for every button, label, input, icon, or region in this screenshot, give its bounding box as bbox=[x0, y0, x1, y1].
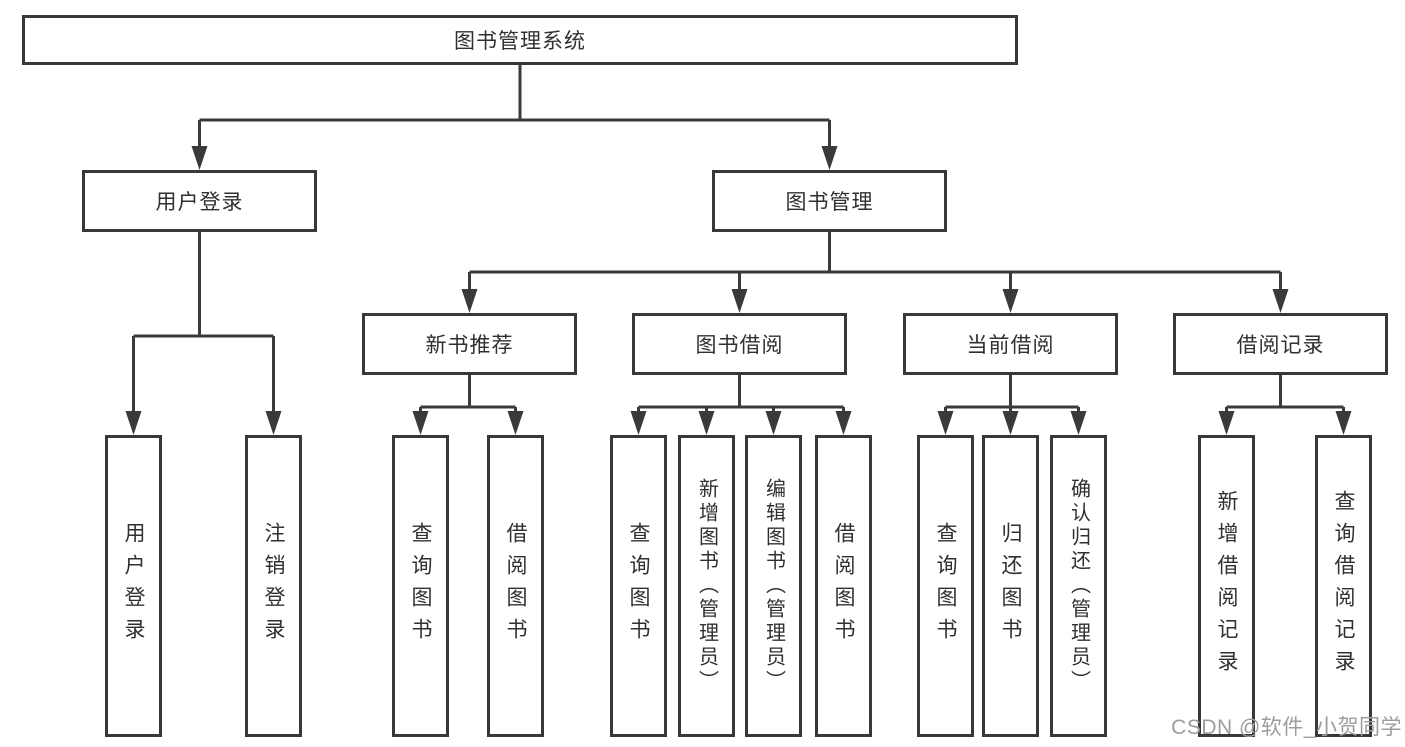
arrowhead bbox=[1218, 411, 1235, 435]
node-current-borrow: 当前借阅 bbox=[903, 313, 1118, 375]
leaf-query-books-borrow: 查询图书 bbox=[610, 435, 667, 737]
arrowhead bbox=[412, 411, 429, 435]
leaf-query-borrow-record: 查询借阅记录 bbox=[1315, 435, 1372, 737]
connector-root-to-level2 bbox=[191, 65, 838, 170]
leaf-label: 借阅图书 bbox=[832, 522, 855, 650]
arrowhead bbox=[191, 146, 208, 170]
leaf-label: 借阅图书 bbox=[504, 522, 527, 650]
leaf-edit-books-admin: 编辑图书（管理员） bbox=[745, 435, 802, 737]
node-book-management: 图书管理 bbox=[712, 170, 947, 232]
arrowhead bbox=[698, 411, 715, 435]
arrowhead bbox=[1070, 411, 1087, 435]
connector-book-mgmt-children bbox=[461, 232, 1289, 313]
leaf-label: 新增图书（管理员） bbox=[695, 478, 718, 694]
leaf-query-books-current: 查询图书 bbox=[917, 435, 974, 737]
connector-user-login-children bbox=[125, 232, 282, 435]
leaf-label: 注销登录 bbox=[262, 522, 285, 650]
leaf-label: 归还图书 bbox=[999, 522, 1022, 650]
arrowhead bbox=[1002, 289, 1019, 313]
leaf-label: 新增借阅记录 bbox=[1215, 490, 1238, 682]
leaf-borrow-books: 借阅图书 bbox=[815, 435, 872, 737]
arrowhead bbox=[731, 289, 748, 313]
connector-book-borrow-children bbox=[630, 375, 852, 435]
arrowhead bbox=[461, 289, 478, 313]
leaf-label: 编辑图书（管理员） bbox=[762, 478, 785, 694]
arrowhead bbox=[1272, 289, 1289, 313]
connector-borrow-records-children bbox=[1218, 375, 1352, 435]
node-borrow-records: 借阅记录 bbox=[1173, 313, 1388, 375]
arrowhead bbox=[630, 411, 647, 435]
arrowhead bbox=[937, 411, 954, 435]
arrowhead bbox=[1002, 411, 1019, 435]
leaf-return-books: 归还图书 bbox=[982, 435, 1039, 737]
leaf-logout: 注销登录 bbox=[245, 435, 302, 737]
leaf-label: 确认归还（管理员） bbox=[1067, 478, 1090, 694]
node-library-system: 图书管理系统 bbox=[22, 15, 1018, 65]
arrowhead bbox=[821, 146, 838, 170]
leaf-borrow-books-recommend: 借阅图书 bbox=[487, 435, 544, 737]
leaf-label: 查询图书 bbox=[627, 522, 650, 650]
leaf-add-books-admin: 新增图书（管理员） bbox=[678, 435, 735, 737]
arrowhead bbox=[1335, 411, 1352, 435]
leaf-confirm-return-admin: 确认归还（管理员） bbox=[1050, 435, 1107, 737]
node-user-login: 用户登录 bbox=[82, 170, 317, 232]
connector-current-borrow-children bbox=[937, 375, 1087, 435]
connector-new-book-children bbox=[412, 375, 524, 435]
arrowhead bbox=[265, 411, 282, 435]
leaf-label: 查询借阅记录 bbox=[1332, 490, 1355, 682]
arrowhead bbox=[765, 411, 782, 435]
node-book-borrow: 图书借阅 bbox=[632, 313, 847, 375]
leaf-query-books-recommend: 查询图书 bbox=[392, 435, 449, 737]
node-new-book-recommend: 新书推荐 bbox=[362, 313, 577, 375]
arrowhead bbox=[835, 411, 852, 435]
arrowhead bbox=[507, 411, 524, 435]
csdn-watermark: CSDN @软件_小贺同学 bbox=[1171, 716, 1402, 739]
leaf-label: 查询图书 bbox=[934, 522, 957, 650]
leaf-label: 查询图书 bbox=[409, 522, 432, 650]
leaf-label: 用户登录 bbox=[122, 522, 145, 650]
arrowhead bbox=[125, 411, 142, 435]
leaf-user-login: 用户登录 bbox=[105, 435, 162, 737]
leaf-add-borrow-record: 新增借阅记录 bbox=[1198, 435, 1255, 737]
